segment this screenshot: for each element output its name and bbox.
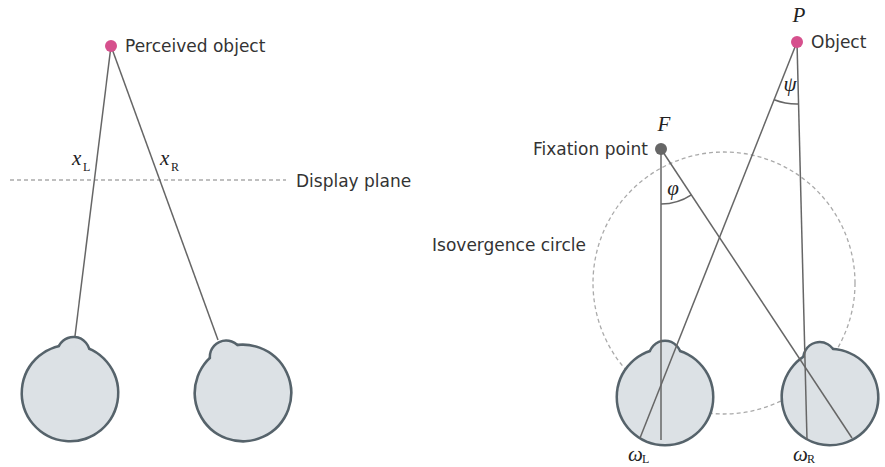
sight-line [660, 149, 662, 440]
eccentricity-symbol: ω [628, 444, 643, 465]
right-eye [177, 323, 305, 455]
sight-line [797, 42, 807, 440]
fixation-label: Fixation point [533, 141, 648, 158]
disparity-symbol: x [72, 148, 81, 169]
subscript: R [171, 161, 179, 173]
fixation-dot [655, 143, 667, 155]
angle-arc [774, 100, 798, 104]
subscript: L [642, 453, 649, 465]
display-plane [10, 179, 286, 180]
right-eye [770, 332, 885, 455]
plane-label: Display plane [296, 173, 411, 190]
sight-line [75, 46, 111, 336]
circle-label: Isovergence circle [432, 237, 586, 254]
left-eye [19, 334, 122, 444]
object-dot [791, 36, 803, 48]
object-label: Object [811, 34, 866, 51]
angle-symbol: ψ [783, 74, 796, 95]
subscript: L [83, 161, 90, 173]
disparity-symbol: x [160, 148, 169, 169]
angle-symbol: φ [667, 178, 679, 199]
point-symbol: F [658, 114, 671, 135]
subscript: R [807, 453, 815, 465]
eccentricity-symbol: ω [793, 444, 808, 465]
sight-line [661, 149, 852, 438]
sight-line [640, 42, 797, 438]
object-dot [105, 40, 117, 52]
object-label: Perceived object [125, 38, 265, 55]
sight-line [111, 46, 218, 340]
point-symbol: P [793, 5, 806, 26]
left-eye [618, 342, 712, 444]
